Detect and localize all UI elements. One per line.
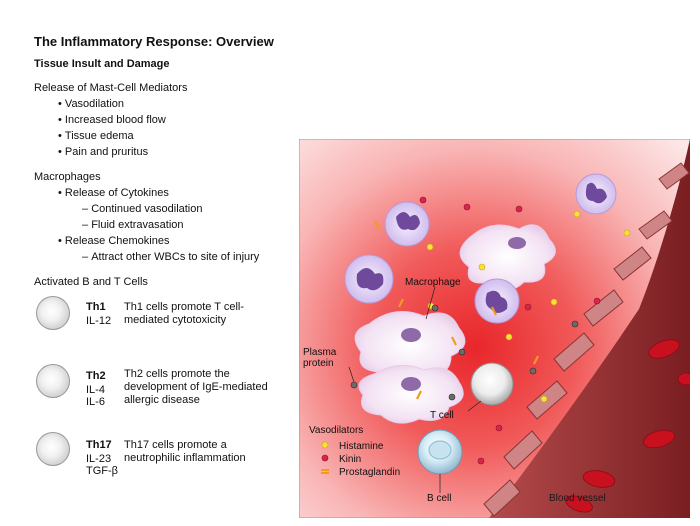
label-t-cell: T cell [430, 410, 454, 421]
th1-description: Th1 cells promote T cell-mediated cytoto… [124, 301, 245, 326]
plasma-protein-particles [350, 304, 579, 401]
legend-histamine: Histamine [339, 441, 384, 452]
mast-cell-item: Pain and pruritus [58, 146, 148, 158]
prostaglandin-swatch [321, 469, 329, 474]
mast-cell-item: Increased blood flow [58, 114, 166, 126]
chemokines-item: Release Chemokines [58, 235, 170, 247]
cytokines-item: Release of Cytokines [58, 187, 169, 199]
cytokine-subitem: Fluid extravasation [82, 219, 183, 231]
legend-kinin: Kinin [339, 454, 361, 465]
th17-description: Th17 cells promote a neutrophilic inflam… [124, 439, 246, 464]
label-blood-vessel: Blood vessel [549, 493, 606, 504]
chemokine-subitem: Attract other WBCs to site of injury [82, 251, 259, 263]
kinin-swatch [321, 454, 329, 462]
red-blood-cells [565, 339, 690, 513]
th1-cell-icon [36, 296, 70, 330]
th17-cell-icon [36, 432, 70, 466]
kinin-particles [419, 196, 601, 465]
label-b-cell: B cell [427, 493, 451, 504]
th2-interleukin: IL-4 [86, 384, 105, 396]
th17-label: Th17 [86, 439, 112, 451]
legend-title: Vasodilators [309, 425, 363, 436]
prostaglandin-particles [374, 220, 539, 400]
cytokine-subitem: Continued vasodilation [82, 203, 202, 215]
vasodilators-legend: Vasodilators Histamine Kinin Prostagland… [309, 425, 400, 478]
th2-interleukin: IL-6 [86, 396, 105, 408]
b-cell-nucleus [428, 440, 452, 460]
page-subtitle: Tissue Insult and Damage [34, 58, 170, 70]
th17-interleukin: TGF-β [86, 465, 118, 477]
th2-cell-icon [36, 364, 70, 398]
inflammation-illustration: Macrophage Plasma protein T cell B cell … [299, 139, 690, 518]
th2-label: Th2 [86, 370, 106, 382]
blood-vessel-lumen [489, 139, 690, 518]
th1-label: Th1 [86, 301, 106, 313]
mast-cell-item: Tissue edema [58, 130, 134, 142]
label-macrophage: Macrophage [405, 277, 461, 288]
th2-description: Th2 cells promote the development of IgE… [124, 368, 268, 406]
leader-lines [348, 286, 482, 493]
t-cell [470, 362, 514, 406]
th17-interleukin: IL-23 [86, 453, 112, 465]
legend-prostaglandin: Prostaglandin [339, 467, 400, 478]
label-plasma-protein-wrap: Plasma protein [303, 347, 337, 369]
macrophage-cells [354, 224, 556, 424]
mast-cell-item: Vasodilation [58, 98, 124, 110]
leukocytes [344, 173, 617, 324]
vessel-wall [483, 162, 690, 517]
histamine-swatch [321, 441, 329, 449]
th1-interleukin: IL-12 [86, 315, 112, 327]
page-title: The Inflammatory Response: Overview [34, 34, 274, 49]
bt-cells-heading: Activated B and T Cells [34, 276, 148, 288]
label-plasma-protein: Plasma protein [303, 347, 337, 369]
macrophages-heading: Macrophages [34, 171, 101, 183]
mast-cell-heading: Release of Mast-Cell Mediators [34, 82, 188, 94]
